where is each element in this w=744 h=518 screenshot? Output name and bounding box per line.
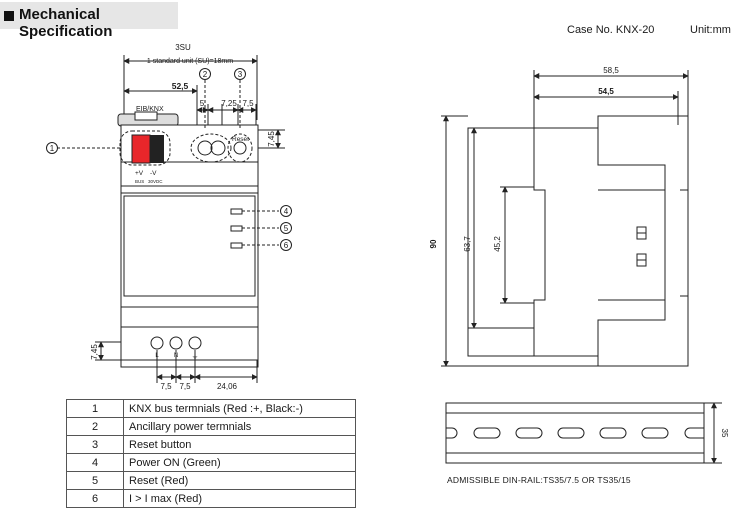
reset-button-shape: [233, 141, 247, 155]
callout-labels: 1 2 3 4 5 6: [50, 70, 289, 250]
dim-75-bottom-b: 7,5: [179, 382, 191, 391]
terminal-l: [150, 336, 164, 350]
terminal-n: [169, 336, 183, 350]
legend-desc: I > I max (Red): [123, 489, 356, 508]
rail-slot: [641, 427, 669, 439]
dim-75-bottom-a: 7,5: [160, 382, 172, 391]
terminal-minus-label: -V: [150, 170, 157, 177]
rail-slot-half: [684, 427, 704, 439]
callout-4: [280, 205, 292, 217]
callout-1: [46, 142, 58, 154]
din-rail-note: ADMISSIBLE DIN-RAIL:TS35/7.5 OR TS35/15: [447, 475, 631, 485]
dim-545-label: 54,5: [598, 87, 614, 96]
legend-desc: Reset button: [123, 435, 356, 454]
callout-label-6: 6: [284, 241, 289, 250]
dim-637-label: 63,7: [463, 236, 472, 252]
eib-label: EIB/KNX: [136, 106, 164, 113]
callout-5: [280, 222, 292, 234]
dim-90-label: 90: [429, 239, 438, 248]
pin-l-label: L: [155, 353, 159, 359]
legend-desc: Power ON (Green): [123, 453, 356, 472]
din-rail: [445, 402, 722, 464]
callout-label-1: 1: [50, 144, 55, 153]
side-view-labels: 58,5 54,5 90 63,7 45,2: [429, 66, 619, 252]
dim-525-label: 52,5: [172, 81, 189, 91]
legend-num: 2: [66, 417, 124, 436]
side-view: [441, 70, 689, 367]
pin-n-label: N: [174, 353, 178, 359]
unit-label: Unit:mm: [690, 24, 731, 36]
rail-slot: [557, 427, 585, 439]
section-header: Mechanical Specification: [0, 2, 178, 40]
section-title: Mechanical Specification: [19, 6, 113, 40]
rail-slot: [599, 427, 627, 439]
dim-725-label: 7,25: [221, 99, 237, 108]
dim-35-label: 35: [720, 429, 729, 438]
callout-label-3: 3: [238, 70, 243, 79]
rail-slot-half: [446, 427, 458, 439]
front-panel: [123, 195, 256, 297]
front-view: [57, 55, 285, 383]
terminal-vdc-label: 30VDC: [148, 179, 163, 184]
terminal-highlight: [119, 130, 171, 166]
rail-slot: [473, 427, 501, 439]
legend-num: 1: [66, 399, 124, 418]
callout-label-2: 2: [203, 70, 208, 79]
dim-2406-label: 24,06: [217, 382, 238, 391]
terminal-pe: [188, 336, 202, 350]
dim-452-label: 45,2: [493, 236, 502, 252]
legend-num: 6: [66, 489, 124, 508]
legend-desc: KNX bus termnials (Red :+, Black:-): [123, 399, 356, 418]
legend-num: 4: [66, 453, 124, 472]
reset-label: Reset: [232, 136, 249, 143]
dim-5-label: 5: [200, 99, 205, 108]
ancillary-terminal-1: [197, 140, 213, 156]
legend-desc: Ancillary power termnials: [123, 417, 356, 436]
callout-6: [280, 239, 292, 251]
front-view-labels: 3SU 1 standard unit (SU)=18mm 52,5 5 7,2…: [90, 43, 276, 391]
callouts: [46, 68, 292, 251]
side-profile-outline: [467, 115, 689, 367]
ancillary-terminal-2: [210, 140, 226, 156]
knx-terminal-black: [150, 135, 164, 163]
legend-num: 5: [66, 471, 124, 490]
legend-desc: Reset (Red): [123, 471, 356, 490]
din-rail-outline: [445, 402, 705, 464]
callout-label-5: 5: [284, 224, 289, 233]
knx-terminal-red: [131, 134, 151, 164]
su-note: 1 standard unit (SU)=18mm: [147, 58, 233, 65]
callout-3: [234, 68, 246, 80]
terminal-plus-label: +V: [135, 170, 144, 177]
header-square-icon: [4, 11, 14, 21]
dim-745-right: 7,45: [267, 131, 276, 147]
callout-2: [199, 68, 211, 80]
dim-745-left: 7,45: [90, 344, 99, 360]
rail-slot: [515, 427, 543, 439]
pin-pe-label: ⏚: [192, 352, 199, 360]
dim-75-top-label: 7,5: [242, 99, 254, 108]
callout-label-4: 4: [284, 207, 289, 216]
dim-585-label: 58,5: [603, 66, 619, 75]
legend-num: 3: [66, 435, 124, 454]
terminal-bus-label: BUS: [135, 179, 144, 184]
case-number: Case No. KNX-20: [567, 24, 655, 36]
width-label: 3SU: [175, 43, 191, 52]
